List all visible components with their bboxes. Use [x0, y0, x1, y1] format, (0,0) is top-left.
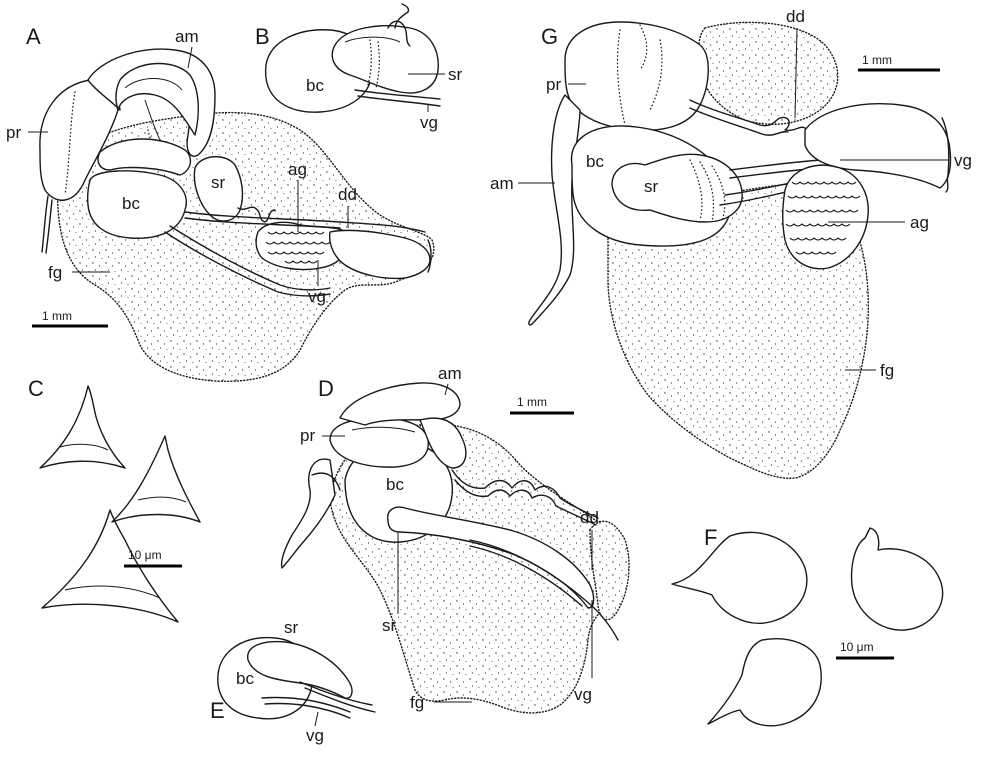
panel-g-label-pr: pr [546, 75, 561, 94]
panel-g-label-am: am [490, 174, 514, 193]
panel-a-label-bc: bc [122, 194, 140, 213]
panel-b-label-vg: vg [420, 113, 438, 132]
panel-c: C 10 μm [28, 376, 200, 622]
panel-a-label-am: am [175, 27, 199, 46]
panel-f: F 10 μm [672, 525, 943, 726]
panel-d-label-fg: fg [410, 693, 424, 712]
panel-d-label-pr: pr [300, 426, 315, 445]
panel-e-label-bc: bc [236, 669, 254, 688]
panel-d: D am pr bc dd sr fg vg [282, 364, 629, 713]
panel-g-prostate [565, 22, 708, 130]
panel-g-label-sr: sr [644, 177, 659, 196]
panel-b-letter: B [255, 24, 270, 49]
panel-c-tooth-1 [40, 386, 125, 468]
panel-g-label-fg: fg [880, 361, 894, 380]
panel-e: E sr bc vg [210, 618, 375, 745]
panel-f-scale-label: 10 μm [840, 640, 874, 654]
panel-f-tooth-1 [672, 532, 807, 623]
panel-e-letter: E [210, 698, 225, 723]
panel-d-letter: D [318, 376, 334, 401]
panel-g-label-bc: bc [586, 152, 604, 171]
panel-f-tooth-3 [708, 639, 821, 726]
panel-a-label-vg: vg [308, 287, 326, 306]
panel-e-label-sr: sr [284, 618, 299, 637]
panel-c-letter: C [28, 376, 44, 401]
panel-d-label-am: am [438, 364, 462, 383]
panel-a-letter: A [26, 24, 41, 49]
panel-g: G [490, 7, 972, 478]
panel-e-label-vg: vg [306, 726, 324, 745]
panel-b: B bc sr vg [255, 4, 463, 132]
panel-a-label-pr: pr [6, 123, 21, 142]
panel-c-tooth-2 [112, 436, 200, 522]
panel-d-label-sr: sr [382, 616, 397, 635]
panel-d-scale-label: 1 mm [517, 395, 547, 409]
panel-a-label-dd: dd [338, 185, 357, 204]
panel-g-letter: G [541, 24, 558, 49]
panel-a-label-sr: sr [211, 173, 226, 192]
panel-b-label-bc: bc [306, 76, 324, 95]
panel-d-label-dd: dd [580, 508, 599, 527]
panel-a-label-fg: fg [48, 263, 62, 282]
panel-g-label-dd: dd [786, 7, 805, 26]
panel-c-scale-label: 10 μm [128, 548, 162, 562]
panel-a-label-ag: ag [288, 160, 307, 179]
panel-f-letter: F [704, 525, 717, 550]
panel-a-scale-label: 1 mm [42, 309, 72, 323]
panel-g-scale-label: 1 mm [862, 53, 892, 67]
panel-d-label-vg: vg [574, 685, 592, 704]
panel-f-tooth-2 [852, 528, 943, 630]
panel-b-label-sr: sr [448, 65, 463, 84]
panel-g-label-vg: vg [954, 151, 972, 170]
panel-g-ampulla [529, 95, 580, 325]
panel-d-label-bc: bc [386, 475, 404, 494]
panel-g-label-ag: ag [910, 213, 929, 232]
